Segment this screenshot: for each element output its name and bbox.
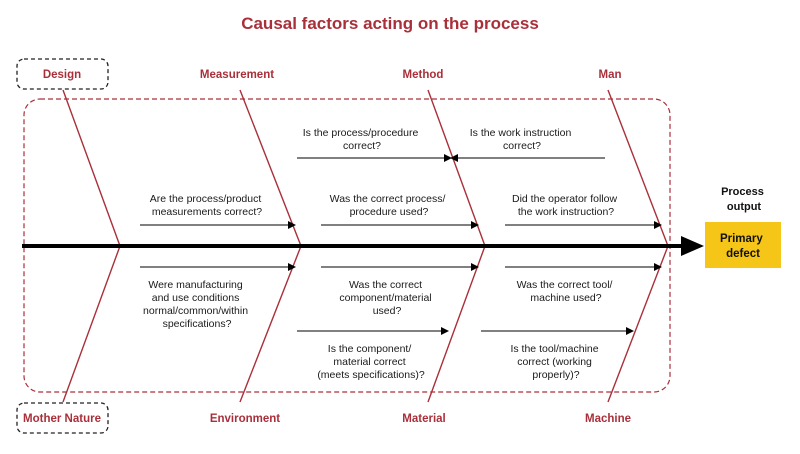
question-method-bottom: Was the correct process/ procedure used?: [330, 193, 449, 218]
question-line: properly)?: [532, 369, 579, 381]
question-machine-top: Was the correct tool/ machine used?: [517, 279, 616, 304]
question-line: procedure used?: [350, 206, 429, 218]
category-machine: Machine: [585, 413, 631, 425]
category-method: Method: [403, 69, 444, 81]
question-line: (meets specifications)?: [317, 369, 425, 381]
primary-defect-box: [705, 222, 781, 268]
process-output-line: Process: [721, 186, 764, 198]
process-output-heading: Process output: [721, 186, 767, 213]
bones: [62, 89, 669, 403]
question-man-bottom: Did the operator follow the work instruc…: [512, 193, 620, 218]
question-line: and use conditions: [152, 292, 240, 304]
question-line: Is the work instruction: [470, 127, 572, 139]
question-line: correct?: [343, 140, 381, 152]
bone-machine: [607, 245, 669, 403]
question-material-top: Was the correct component/material used?: [339, 279, 434, 317]
primary-defect-line: defect: [726, 248, 760, 260]
question-method-top: Is the process/procedure correct?: [303, 127, 421, 152]
category-measurement: Measurement: [200, 69, 274, 81]
bone-design: [62, 89, 121, 247]
category-mother-nature: Mother Nature: [23, 413, 101, 425]
bone-environment: [239, 245, 302, 403]
category-environment: Environment: [210, 413, 280, 425]
bone-method: [427, 89, 486, 247]
question-arrows: [140, 154, 662, 335]
category-man: Man: [599, 69, 622, 81]
process-output-line: output: [727, 201, 762, 213]
question-line: Were manufacturing: [148, 279, 243, 291]
question-line: Was the correct: [349, 279, 422, 291]
question-line: measurements correct?: [152, 206, 262, 218]
mother-nature-box: [16, 402, 109, 434]
question-line: Are the process/product: [150, 193, 262, 205]
primary-defect-line: Primary: [720, 233, 763, 245]
bone-man: [607, 89, 669, 247]
bone-mother-nature: [62, 245, 121, 403]
question-line: component/material: [339, 292, 431, 304]
question-line: Is the tool/machine: [510, 343, 598, 355]
question-line: normal/common/within: [143, 305, 248, 317]
question-line: Did the operator follow: [512, 193, 617, 205]
bone-measurement: [239, 89, 302, 247]
diagram-title: Causal factors acting on the process: [241, 14, 539, 33]
question-man-top: Is the work instruction correct?: [470, 127, 574, 152]
question-line: machine used?: [530, 292, 601, 304]
question-line: the work instruction?: [518, 206, 614, 218]
primary-defect-label: Primary defect: [720, 233, 766, 260]
bone-material: [427, 245, 486, 403]
question-line: Was the correct process/: [330, 193, 446, 205]
category-design: Design: [43, 69, 81, 81]
category-material: Material: [402, 413, 445, 425]
question-line: Is the component/: [328, 343, 412, 355]
spine-arrowhead: [681, 236, 704, 256]
question-material-bottom: Is the component/ material correct (meet…: [317, 343, 425, 381]
design-box: [16, 58, 109, 90]
question-line: Is the process/procedure: [303, 127, 419, 139]
question-line: correct?: [503, 140, 541, 152]
question-line: correct (working: [517, 356, 592, 368]
question-environment: Were manufacturing and use conditions no…: [143, 279, 251, 330]
question-line: Was the correct tool/: [517, 279, 613, 291]
question-line: material correct: [333, 356, 405, 368]
question-machine-bottom: Is the tool/machine correct (working pro…: [510, 343, 601, 381]
question-line: specifications?: [163, 318, 232, 330]
question-measurement: Are the process/product measurements cor…: [150, 193, 264, 218]
question-line: used?: [373, 305, 402, 317]
